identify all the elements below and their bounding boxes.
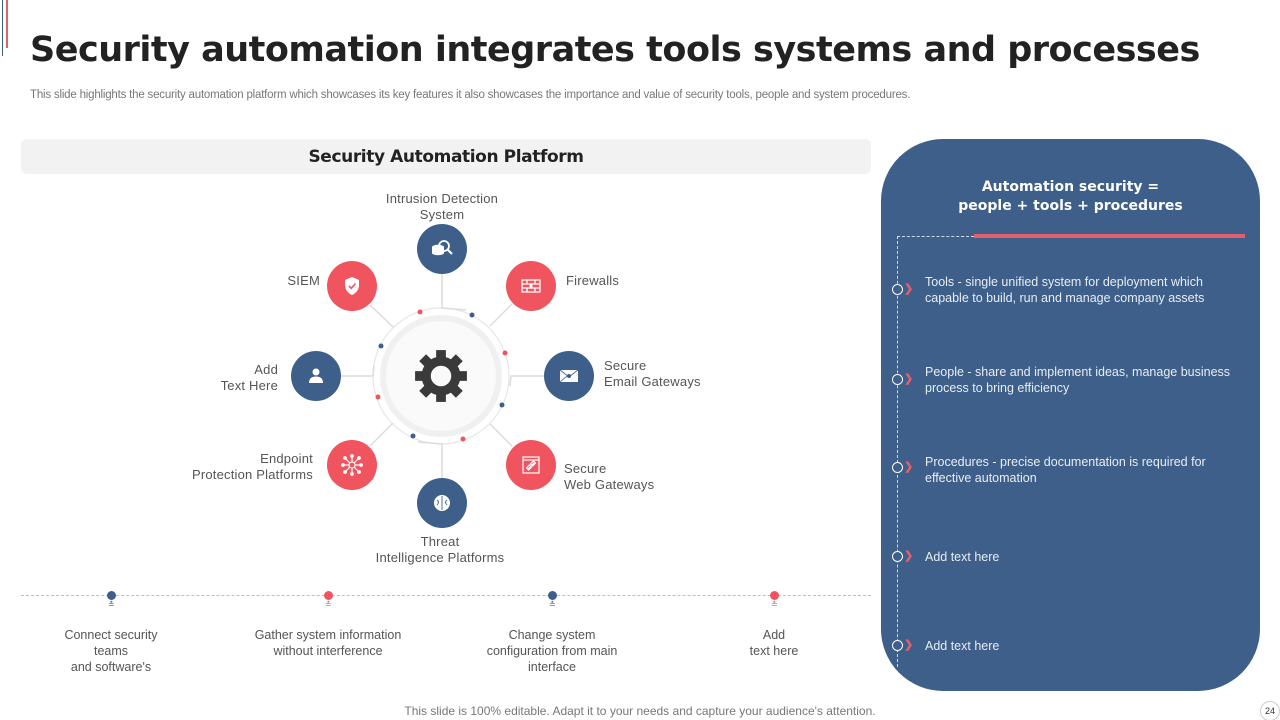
label-line: Threat bbox=[420, 534, 460, 549]
label-line: Secure bbox=[564, 461, 607, 476]
brain-icon bbox=[434, 495, 450, 511]
node-siem bbox=[327, 261, 377, 311]
timeline-dot bbox=[548, 591, 557, 600]
platform-header: Security Automation Platform bbox=[21, 139, 871, 174]
label-line: Protection Platforms bbox=[191, 467, 313, 482]
chevron-down-icon: ≛ bbox=[549, 600, 556, 609]
panel-title-line: people + tools + procedures bbox=[958, 198, 1183, 214]
spoke-siem bbox=[369, 304, 394, 328]
timeline-dot bbox=[770, 591, 779, 600]
label-siem: SIEM bbox=[240, 273, 320, 289]
ring-dot bbox=[502, 350, 508, 356]
gear-icon bbox=[415, 350, 467, 402]
label-firewalls: Firewalls bbox=[566, 273, 619, 289]
chevron-down-icon: ≛ bbox=[325, 600, 332, 609]
timeline-dot bbox=[107, 591, 116, 600]
label-line: Add bbox=[254, 362, 278, 377]
label-line: Endpoint bbox=[260, 451, 313, 466]
slide-subtitle: This slide highlights the security autom… bbox=[30, 89, 911, 101]
node-firewalls bbox=[506, 261, 556, 311]
label-line: System bbox=[419, 207, 465, 222]
chevron-right-icon: ❯ bbox=[904, 283, 914, 295]
slide-footer: This slide is 100% editable. Adapt it to… bbox=[404, 704, 876, 718]
node-threat-intelligence bbox=[417, 478, 467, 528]
bullet-ring-icon bbox=[892, 284, 903, 295]
spoke-add-text bbox=[341, 365, 375, 377]
page-number: 24 bbox=[1260, 701, 1280, 720]
timeline-step-2: Gather system information without interf… bbox=[254, 628, 402, 658]
label-line: Intelligence Platforms bbox=[375, 550, 505, 565]
spoke-firewalls bbox=[489, 303, 513, 327]
automation-security-panel bbox=[881, 139, 1260, 691]
node-intrusion-detection bbox=[417, 224, 467, 274]
node-web-gateways bbox=[506, 440, 556, 490]
panel-divider-accent bbox=[974, 234, 1245, 238]
label-line: Firewalls bbox=[566, 273, 620, 288]
node-email-gateways bbox=[544, 351, 594, 401]
timeline-line bbox=[21, 595, 871, 596]
chevron-right-icon: ❯ bbox=[904, 639, 914, 651]
label-intrusion-detection: Intrusion Detection System bbox=[372, 191, 512, 223]
panel-title-line: Automation security = bbox=[981, 179, 1160, 195]
label-add-text: Add Text Here bbox=[178, 362, 278, 394]
spoke-email-gateways bbox=[509, 375, 544, 387]
bullet-ring-icon bbox=[892, 551, 903, 562]
browser-link-icon bbox=[522, 456, 540, 474]
label-threat-intelligence: Threat Intelligence Platforms bbox=[360, 534, 520, 566]
timeline-step-4: Add text here bbox=[749, 628, 799, 658]
node-add-text bbox=[291, 351, 341, 401]
user-icon bbox=[309, 368, 323, 383]
timeline-dot bbox=[324, 591, 333, 600]
panel-bullet-5: Add text here bbox=[925, 639, 1000, 653]
ring-dot bbox=[499, 402, 505, 408]
shield-check-icon bbox=[345, 277, 359, 295]
chevron-right-icon: ❯ bbox=[904, 373, 914, 385]
label-line: Secure bbox=[604, 358, 647, 373]
ring-dot bbox=[410, 433, 416, 439]
panel-title: Automation security = people + tools + p… bbox=[881, 178, 1260, 216]
label-web-gateways: Secure Web Gateways bbox=[564, 461, 654, 493]
panel-divider-dashed bbox=[897, 236, 974, 237]
label-line: Intrusion Detection bbox=[385, 191, 499, 206]
accent-line-red bbox=[6, 0, 8, 48]
panel-bullet-people: People - share and implement ideas, mana… bbox=[925, 365, 1231, 395]
accent-line-blue bbox=[2, 0, 3, 56]
envelope-icon bbox=[559, 369, 579, 383]
chevron-right-icon: ❯ bbox=[904, 461, 914, 473]
chevron-down-icon: ≛ bbox=[771, 600, 778, 609]
bullet-ring-icon bbox=[892, 374, 903, 385]
panel-bullet-4: Add text here bbox=[925, 550, 1000, 564]
bullet-ring-icon bbox=[892, 462, 903, 473]
label-line: SIEM bbox=[287, 273, 320, 288]
panel-timeline-dashed bbox=[897, 236, 898, 667]
database-search-icon bbox=[432, 240, 453, 256]
slide-title: Security automation integrates tools sys… bbox=[30, 30, 1200, 70]
timeline-step-3: Change system configuration from main in… bbox=[486, 628, 618, 674]
bullet-ring-icon bbox=[892, 640, 903, 651]
panel-bullet-procedures: Procedures - precise documentation is re… bbox=[925, 455, 1206, 485]
ring-dot bbox=[417, 309, 423, 315]
spoke-web-gateways bbox=[489, 423, 513, 447]
label-line: Web Gateways bbox=[564, 477, 655, 492]
spoke-endpoint-protection bbox=[369, 422, 394, 447]
chevron-down-icon: ≛ bbox=[108, 600, 115, 609]
platform-header-label: Security Automation Platform bbox=[308, 146, 584, 167]
node-endpoint-protection bbox=[327, 440, 377, 490]
ring-dot bbox=[375, 394, 381, 400]
panel-bullet-tools: Tools - single unified system for deploy… bbox=[925, 275, 1205, 305]
ring-dot bbox=[469, 312, 475, 318]
label-line: Text Here bbox=[220, 378, 278, 393]
ring-dot bbox=[460, 436, 466, 442]
label-endpoint-protection: Endpoint Protection Platforms bbox=[173, 451, 313, 483]
label-line: Email Gateways bbox=[604, 374, 701, 389]
label-email-gateways: Secure Email Gateways bbox=[604, 358, 701, 390]
network-hub-icon bbox=[341, 454, 363, 476]
timeline-step-1: Connect security teams and software's bbox=[64, 628, 158, 674]
firewall-icon bbox=[521, 279, 541, 293]
chevron-right-icon: ❯ bbox=[904, 550, 914, 562]
ring-dot bbox=[378, 343, 384, 349]
spoke-threat-intelligence bbox=[417, 441, 443, 478]
spoke-intrusion-detection bbox=[441, 274, 467, 311]
